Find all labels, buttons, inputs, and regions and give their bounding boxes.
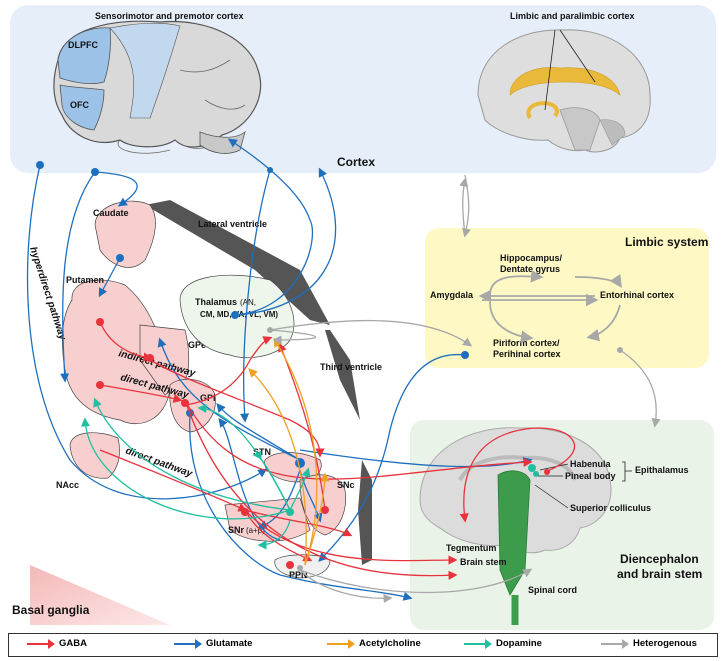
heterogenous-arrow-icon: [601, 638, 629, 649]
superior-colliculus-label: Superior colliculus: [570, 503, 651, 513]
hippocampus-label: Hippocampus/: [500, 253, 563, 263]
legend-glutamate-label: Glutamate: [206, 638, 253, 649]
basal-ganglia-title: Basal ganglia: [12, 603, 90, 617]
glutamate-projections: [26, 138, 533, 601]
brain-stem-label: Brain stem: [460, 557, 507, 567]
nacc-shape: [69, 432, 120, 479]
gaba-arrow-icon: [27, 638, 55, 649]
glutamate-arrow-icon: [174, 638, 202, 649]
dentate-gyrus-label: Dentate gyrus: [500, 264, 560, 274]
habenula-label: Habenula: [570, 459, 612, 469]
diencephalon-title-2: and brain stem: [617, 567, 702, 581]
legend-dopamine-label: Dopamine: [496, 638, 542, 649]
legend-heterogenous: Heterogenous: [601, 638, 697, 649]
lateral-ventricle-label: Lateral ventricle: [198, 219, 267, 229]
dlpfc-label: DLPFC: [68, 40, 98, 50]
legend-gaba: GABA: [27, 638, 87, 649]
gpi-label: GPi: [200, 393, 216, 403]
basal-ganglia-triangle: [30, 565, 170, 625]
acetylcholine-arrow-icon: [327, 638, 355, 649]
third-ventricle-lower-shape: [358, 460, 372, 565]
pineal-body-label: Pineal body: [565, 471, 616, 481]
gaba-terminals: [96, 318, 550, 569]
nacc-label: NAcc: [56, 480, 79, 490]
epithalamus-bracket: [622, 461, 632, 482]
sensorimotor-brain-image: [53, 20, 262, 154]
amygdala-label: Amygdala: [430, 290, 474, 300]
dopamine-arrow-icon: [464, 638, 492, 649]
limbic-system-panel: [425, 228, 709, 368]
putamen-label: Putamen: [66, 275, 104, 285]
gaba-projections: [99, 321, 576, 580]
acetylcholine-projections: [248, 337, 330, 566]
limbic-system-title: Limbic system: [625, 235, 708, 249]
piriform-cortex-label: Piriform cortex/: [493, 338, 560, 348]
entorhinal-cortex-label: Entorhinal cortex: [600, 290, 674, 300]
limbic-brain-image: [477, 29, 651, 153]
third-ventricle-shape: [325, 330, 360, 420]
snr-label: SNr(a+p): [228, 525, 265, 535]
dopamine-terminal: [286, 508, 294, 516]
ofc-label: OFC: [70, 100, 89, 110]
gpe-label: GPe: [188, 340, 206, 350]
spinal-cord-label: Spinal cord: [528, 585, 577, 595]
diencephalon-pointers: [534, 463, 569, 509]
legend-glutamate: Glutamate: [174, 638, 252, 649]
cortex-title: Cortex: [337, 155, 375, 169]
dopamine-projections: [80, 397, 311, 550]
stn-label: STN: [253, 447, 271, 457]
third-ventricle-label: Third ventricle: [320, 362, 382, 372]
caudate-label: Caudate: [93, 208, 129, 218]
heterogenous-projections: [269, 174, 661, 603]
epithalamus-label: Epithalamus: [635, 465, 689, 475]
limbic-internal-arrows: [478, 270, 623, 343]
legend-heterogenous-label: Heterogenous: [633, 638, 697, 649]
legend-acetylcholine: Acetylcholine: [327, 638, 421, 649]
limbic-cortex-label: Limbic and paralimbic cortex: [510, 11, 635, 21]
ppn-label: PPN: [289, 570, 308, 580]
legend-acetylcholine-label: Acetylcholine: [359, 638, 421, 649]
perihinal-cortex-label: Perihinal cortex: [493, 349, 561, 359]
legend: GABA Glutamate Acetylcholine Dopamine He…: [8, 633, 718, 657]
diencephalon-title-1: Diencephalon: [620, 552, 699, 566]
snc-label: SNc: [337, 480, 355, 490]
heterogenous-terminals: [267, 327, 623, 571]
legend-gaba-label: GABA: [59, 638, 87, 649]
tegmentum-label: Tegmentum: [446, 543, 496, 553]
legend-dopamine: Dopamine: [464, 638, 542, 649]
hyperdirect-pathway-label: hyperdirect pathway: [27, 246, 68, 342]
gpi-shape: [169, 378, 216, 433]
sensorimotor-label: Sensorimotor and premotor cortex: [95, 11, 244, 21]
